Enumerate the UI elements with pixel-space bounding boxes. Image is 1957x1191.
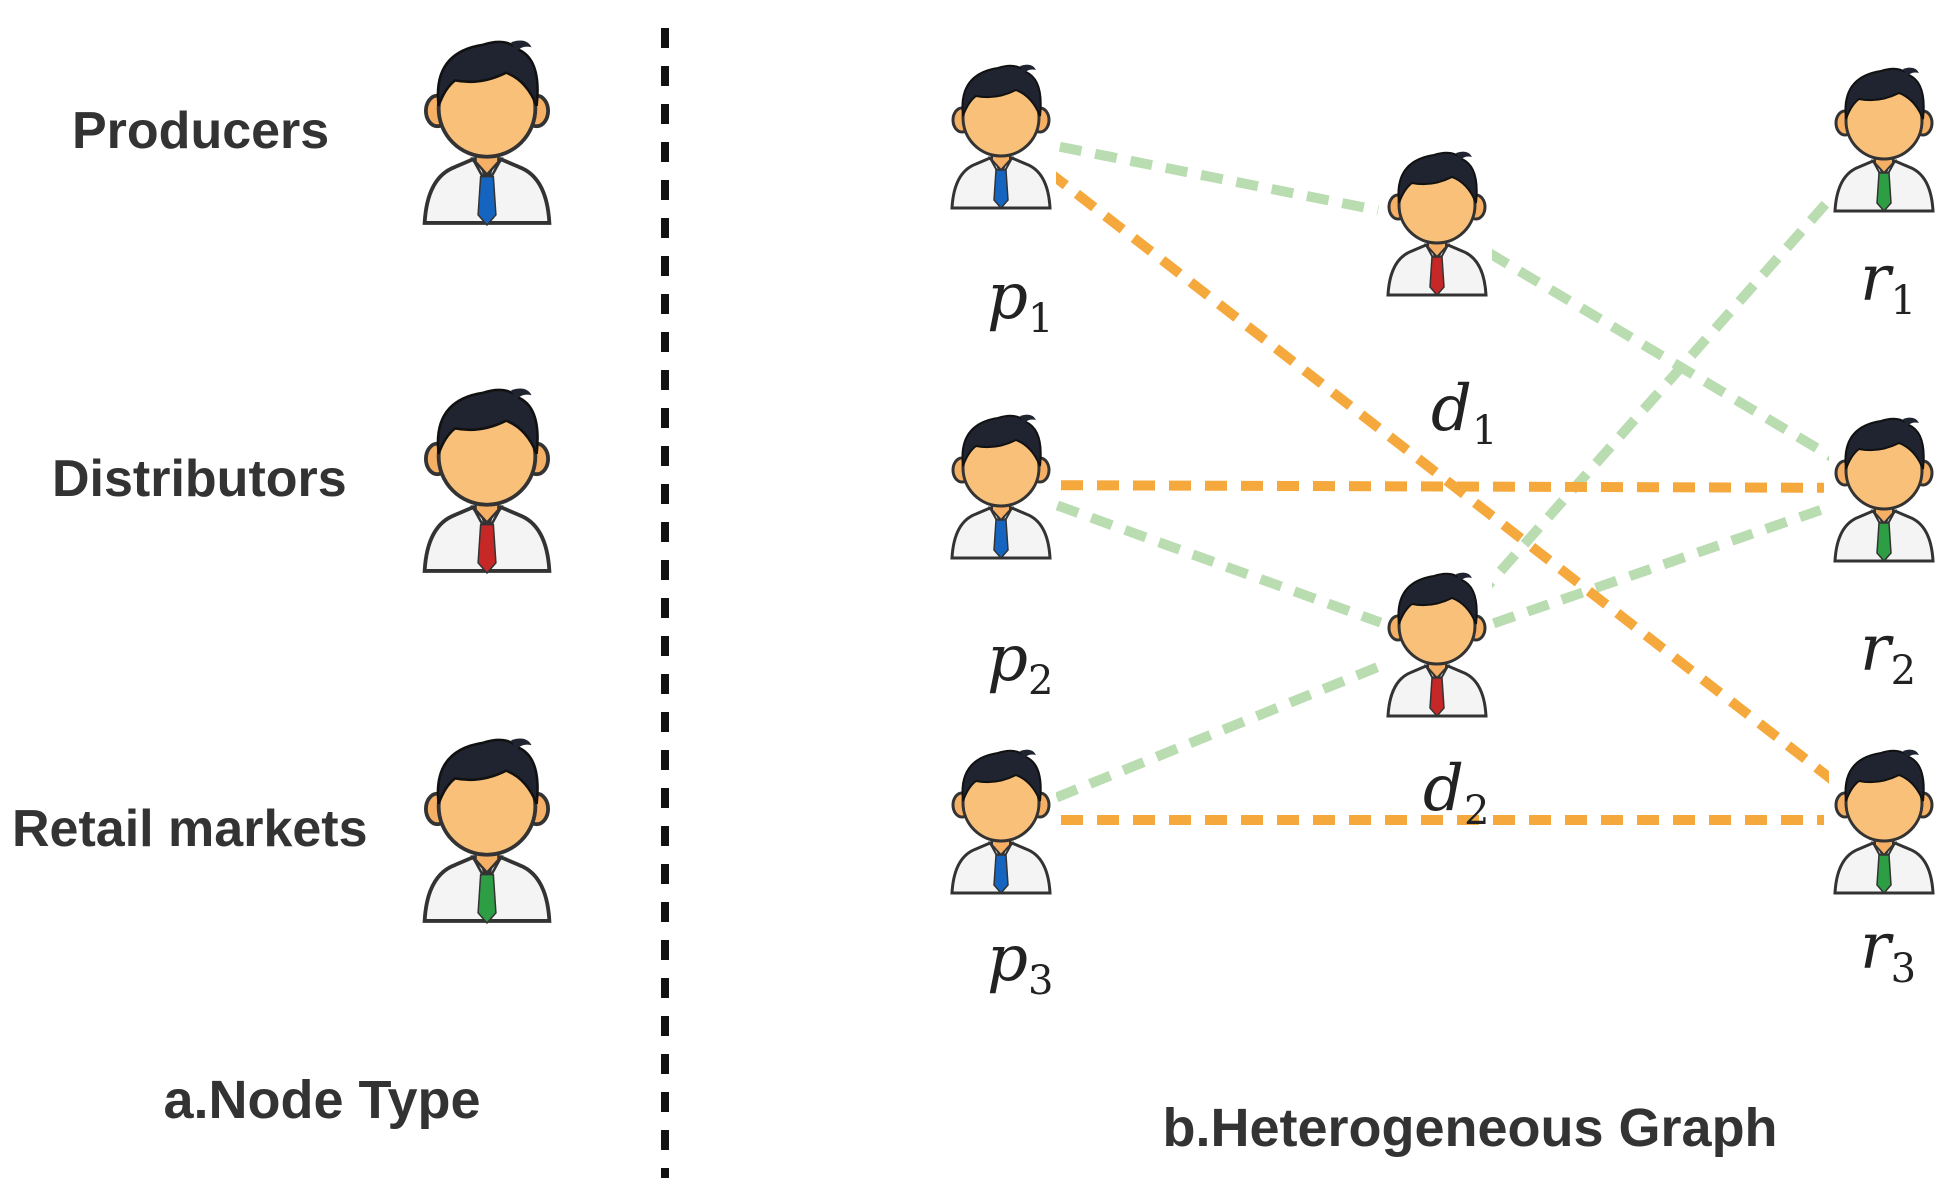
- edge-p2-d2: [1055, 500, 1383, 628]
- node-d1: [1382, 147, 1492, 297]
- node-r1: [1829, 63, 1939, 213]
- legend-label-retail: Retail markets: [12, 800, 368, 858]
- node-p2: [946, 410, 1056, 560]
- node-r3: [1829, 745, 1939, 895]
- node-label-r1: r1: [1860, 242, 1916, 324]
- legend-label-distributor: Distributors: [52, 450, 347, 508]
- node-label-p3: p3: [987, 922, 1053, 1004]
- node-p1: [946, 60, 1056, 210]
- legend-icon-distributor: [417, 378, 557, 578]
- edge-p2-r2: [1060, 480, 1825, 493]
- edge-p1-d1: [1058, 141, 1380, 216]
- legend-icon-retail: [417, 728, 557, 928]
- edge-p1-r3: [1045, 167, 1840, 788]
- node-label-d2: d2: [1423, 752, 1489, 834]
- node-label-p1: p1: [987, 260, 1053, 342]
- node-label-r3: r3: [1860, 910, 1916, 992]
- node-label-r2: r2: [1860, 612, 1916, 694]
- graph-caption: b.Heterogeneous Graph: [1162, 1098, 1777, 1158]
- node-d2: [1382, 568, 1492, 718]
- legend-label-producer: Producers: [72, 102, 329, 160]
- edge-d2-r1: [1473, 179, 1848, 602]
- legend-icon-producer: [417, 30, 557, 230]
- edge-p3-d2: [1054, 660, 1384, 803]
- node-p3: [946, 745, 1056, 895]
- node-label-p2: p2: [987, 622, 1053, 704]
- graph-nodes: p1 p2 p3 d1 d2 r1 r2 r3: [946, 60, 1939, 1004]
- node-type-caption: a.Node Type: [163, 1070, 480, 1130]
- node-label-d1: d1: [1431, 372, 1497, 454]
- node-r2: [1829, 413, 1939, 563]
- edge-d1-r2: [1486, 248, 1835, 462]
- graph-edges: [1045, 141, 1848, 825]
- edge-d2-r2: [1492, 502, 1829, 629]
